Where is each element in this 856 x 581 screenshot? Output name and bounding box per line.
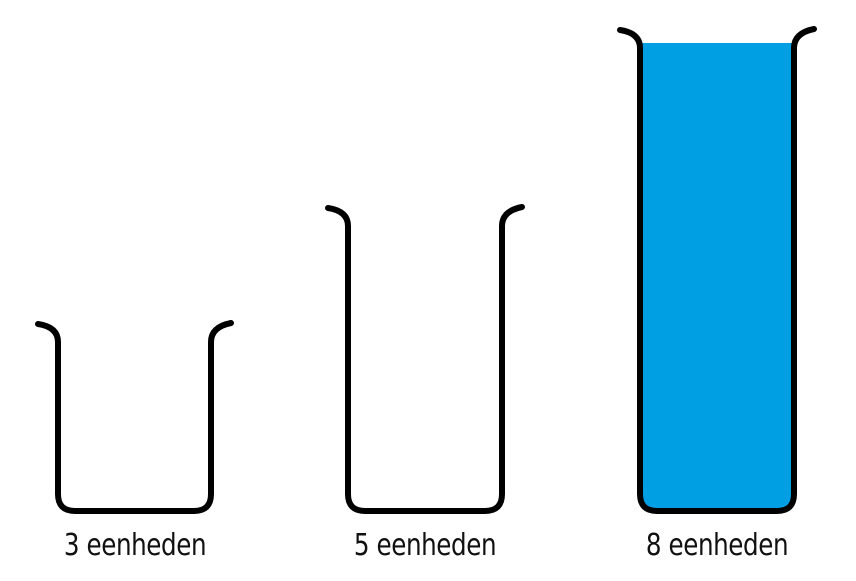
container-5-label: 5 eenheden xyxy=(353,528,497,563)
water-fill-8 xyxy=(640,43,794,511)
container-5-outline xyxy=(325,204,525,514)
container-8-outline xyxy=(617,26,817,514)
container-8-label: 8 eenheden xyxy=(645,528,789,563)
container-3-outline xyxy=(35,320,234,514)
container-3-label: 3 eenheden xyxy=(63,528,207,563)
